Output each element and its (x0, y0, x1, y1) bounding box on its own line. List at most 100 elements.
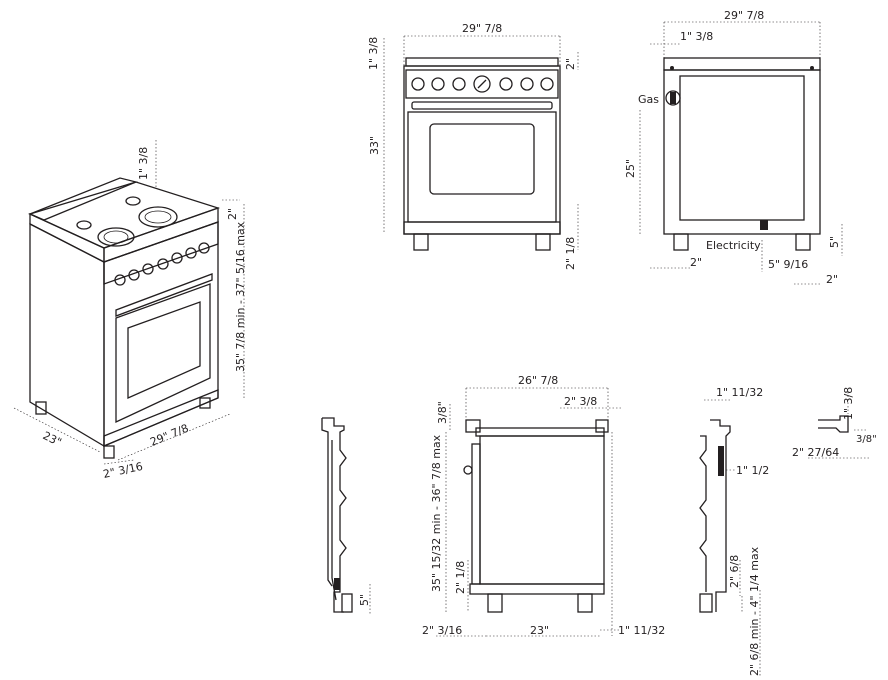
side-label-top-left: 3/8" (436, 401, 449, 424)
left-profile-front (321, 418, 333, 587)
rear-label-bottom-2: 2" (690, 256, 702, 269)
iso-burner-ring-2 (144, 210, 172, 224)
iso-control-panel (103, 221, 219, 285)
right-profile-outline (710, 419, 731, 612)
front-oven-window (429, 123, 535, 195)
rear-label-gas: Gas (638, 93, 659, 106)
detail-label-top: 1" 3/8 (842, 387, 855, 420)
right-profile-label-handle: 1" 1/2 (736, 464, 769, 477)
front-label-height: 33" (368, 136, 381, 155)
side-backsplash-rear (595, 419, 609, 433)
left-profile-label-foot: 5" (358, 594, 371, 606)
front-view: 29" 7/8 1" 3/8 33" 2" 2" 1/8 (367, 22, 579, 270)
front-label-width: 29" 7/8 (462, 22, 502, 35)
rear-label-25: 25" (624, 159, 637, 178)
rear-screw-left (670, 66, 674, 70)
iso-oven-window (127, 301, 201, 400)
iso-label-depth: 23" (41, 429, 64, 449)
left-profile-outline (322, 417, 347, 613)
iso-burner-ring (103, 230, 129, 244)
front-foot-right (535, 233, 551, 251)
side-foot-rear (577, 593, 593, 613)
iso-dim-width (117, 413, 231, 461)
iso-knob-7 (198, 242, 210, 254)
iso-plinth (103, 389, 219, 447)
side-top-rail (475, 427, 605, 437)
detail-label-bottom: 2" 27/64 (792, 446, 839, 459)
iso-burner-back-right (125, 196, 141, 206)
right-profile-handle (718, 446, 724, 476)
iso-foot-2 (103, 445, 115, 459)
front-thermostat-knob (473, 75, 491, 93)
right-profile-view: 1" 11/32 1" 1/2 2" 6/8 2" 6/8 min - 4" 1… (699, 386, 769, 676)
rear-label-5-9-16: 5" 9/16 (768, 258, 808, 271)
rear-label-width: 29" 7/8 (724, 9, 764, 22)
rear-gas-connection-icon (665, 90, 681, 106)
iso-dim-depth (13, 407, 101, 453)
rear-gas-fitting (670, 92, 676, 104)
rear-label-bottom-right-2: 2" (826, 273, 838, 286)
side-label-width: 26" 7/8 (518, 374, 558, 387)
front-foot-left (413, 233, 429, 251)
iso-knob-4 (157, 258, 169, 270)
front-knob-4 (499, 77, 513, 91)
rear-view: 29" 7/8 1" 3/8 Gas 25" Electricity 5" 2"… (624, 9, 843, 286)
iso-label-top: 1" 3/8 (137, 147, 150, 180)
iso-label-back: 2" (226, 208, 239, 220)
right-profile-label-top: 1" 11/32 (716, 386, 763, 399)
detail-outline (818, 415, 849, 433)
right-profile-label-bottom: 2" 6/8 (728, 555, 741, 588)
iso-foot-1 (35, 401, 47, 415)
side-label-top-right: 2" 3/8 (564, 395, 597, 408)
rear-foot-right (795, 233, 811, 251)
front-knob-3 (452, 77, 466, 91)
iso-knob-1 (114, 274, 126, 286)
front-knob-1 (411, 77, 425, 91)
detail-view: 1" 3/8 3/8" 2" 27/64 (792, 387, 877, 459)
iso-cooktop-front-edge (103, 207, 219, 263)
side-view: 26" 7/8 2" 3/8 3/8" 35" 15/32 min - 36" … (422, 374, 665, 637)
side-label-right-bottom: 1" 11/32 (618, 624, 665, 637)
side-knob (463, 465, 473, 475)
detail-label-right: 3/8" (856, 434, 877, 445)
side-plinth (469, 583, 605, 595)
rear-top-rail (663, 57, 821, 71)
front-label-top-left: 1" 3/8 (367, 37, 380, 70)
iso-label-width: 29" 7/8 (148, 422, 190, 449)
rear-electrical-connection-icon (760, 220, 768, 230)
iso-label-foot: 2" 3/16 (102, 460, 144, 481)
isometric-view: 1" 3/8 2" 35" 7/8 min - 37" 5/16 max 23"… (13, 140, 247, 481)
rear-body (663, 69, 821, 235)
side-door (471, 443, 481, 585)
front-body (403, 65, 561, 235)
iso-label-height: 35" 7/8 min - 37" 5/16 max (234, 221, 247, 372)
side-backsplash-front (465, 419, 481, 433)
front-knob-2 (431, 77, 445, 91)
iso-oven-handle (115, 273, 213, 317)
rear-label-electricity: Electricity (706, 239, 761, 252)
rear-foot-left (673, 233, 689, 251)
iso-burner-front-right (138, 206, 178, 228)
iso-dim-foot (103, 459, 135, 465)
iso-left-side (29, 222, 105, 448)
side-label-foot: 2" 1/8 (454, 561, 467, 594)
front-knob-5 (520, 77, 534, 91)
left-profile-connector (334, 578, 340, 590)
right-profile-label-legs: 2" 6/8 min - 4" 1/4 max (748, 546, 761, 676)
iso-knob-6 (185, 247, 197, 259)
iso-knob-2 (128, 269, 140, 281)
side-body (479, 435, 605, 585)
rear-label-5: 5" (828, 236, 841, 248)
iso-burner-back-left (76, 220, 92, 230)
rear-label-top-left: 1" 3/8 (680, 30, 713, 43)
rear-screw-right (810, 66, 814, 70)
iso-knob-3 (142, 263, 154, 275)
iso-knob-5 (171, 252, 183, 264)
front-label-bottom: 2" 1/8 (564, 237, 577, 270)
front-knob-6 (540, 77, 554, 91)
side-label-height: 35" 15/32 min - 36" 7/8 max (430, 434, 443, 592)
front-plinth (403, 221, 561, 235)
front-control-panel (405, 69, 559, 99)
